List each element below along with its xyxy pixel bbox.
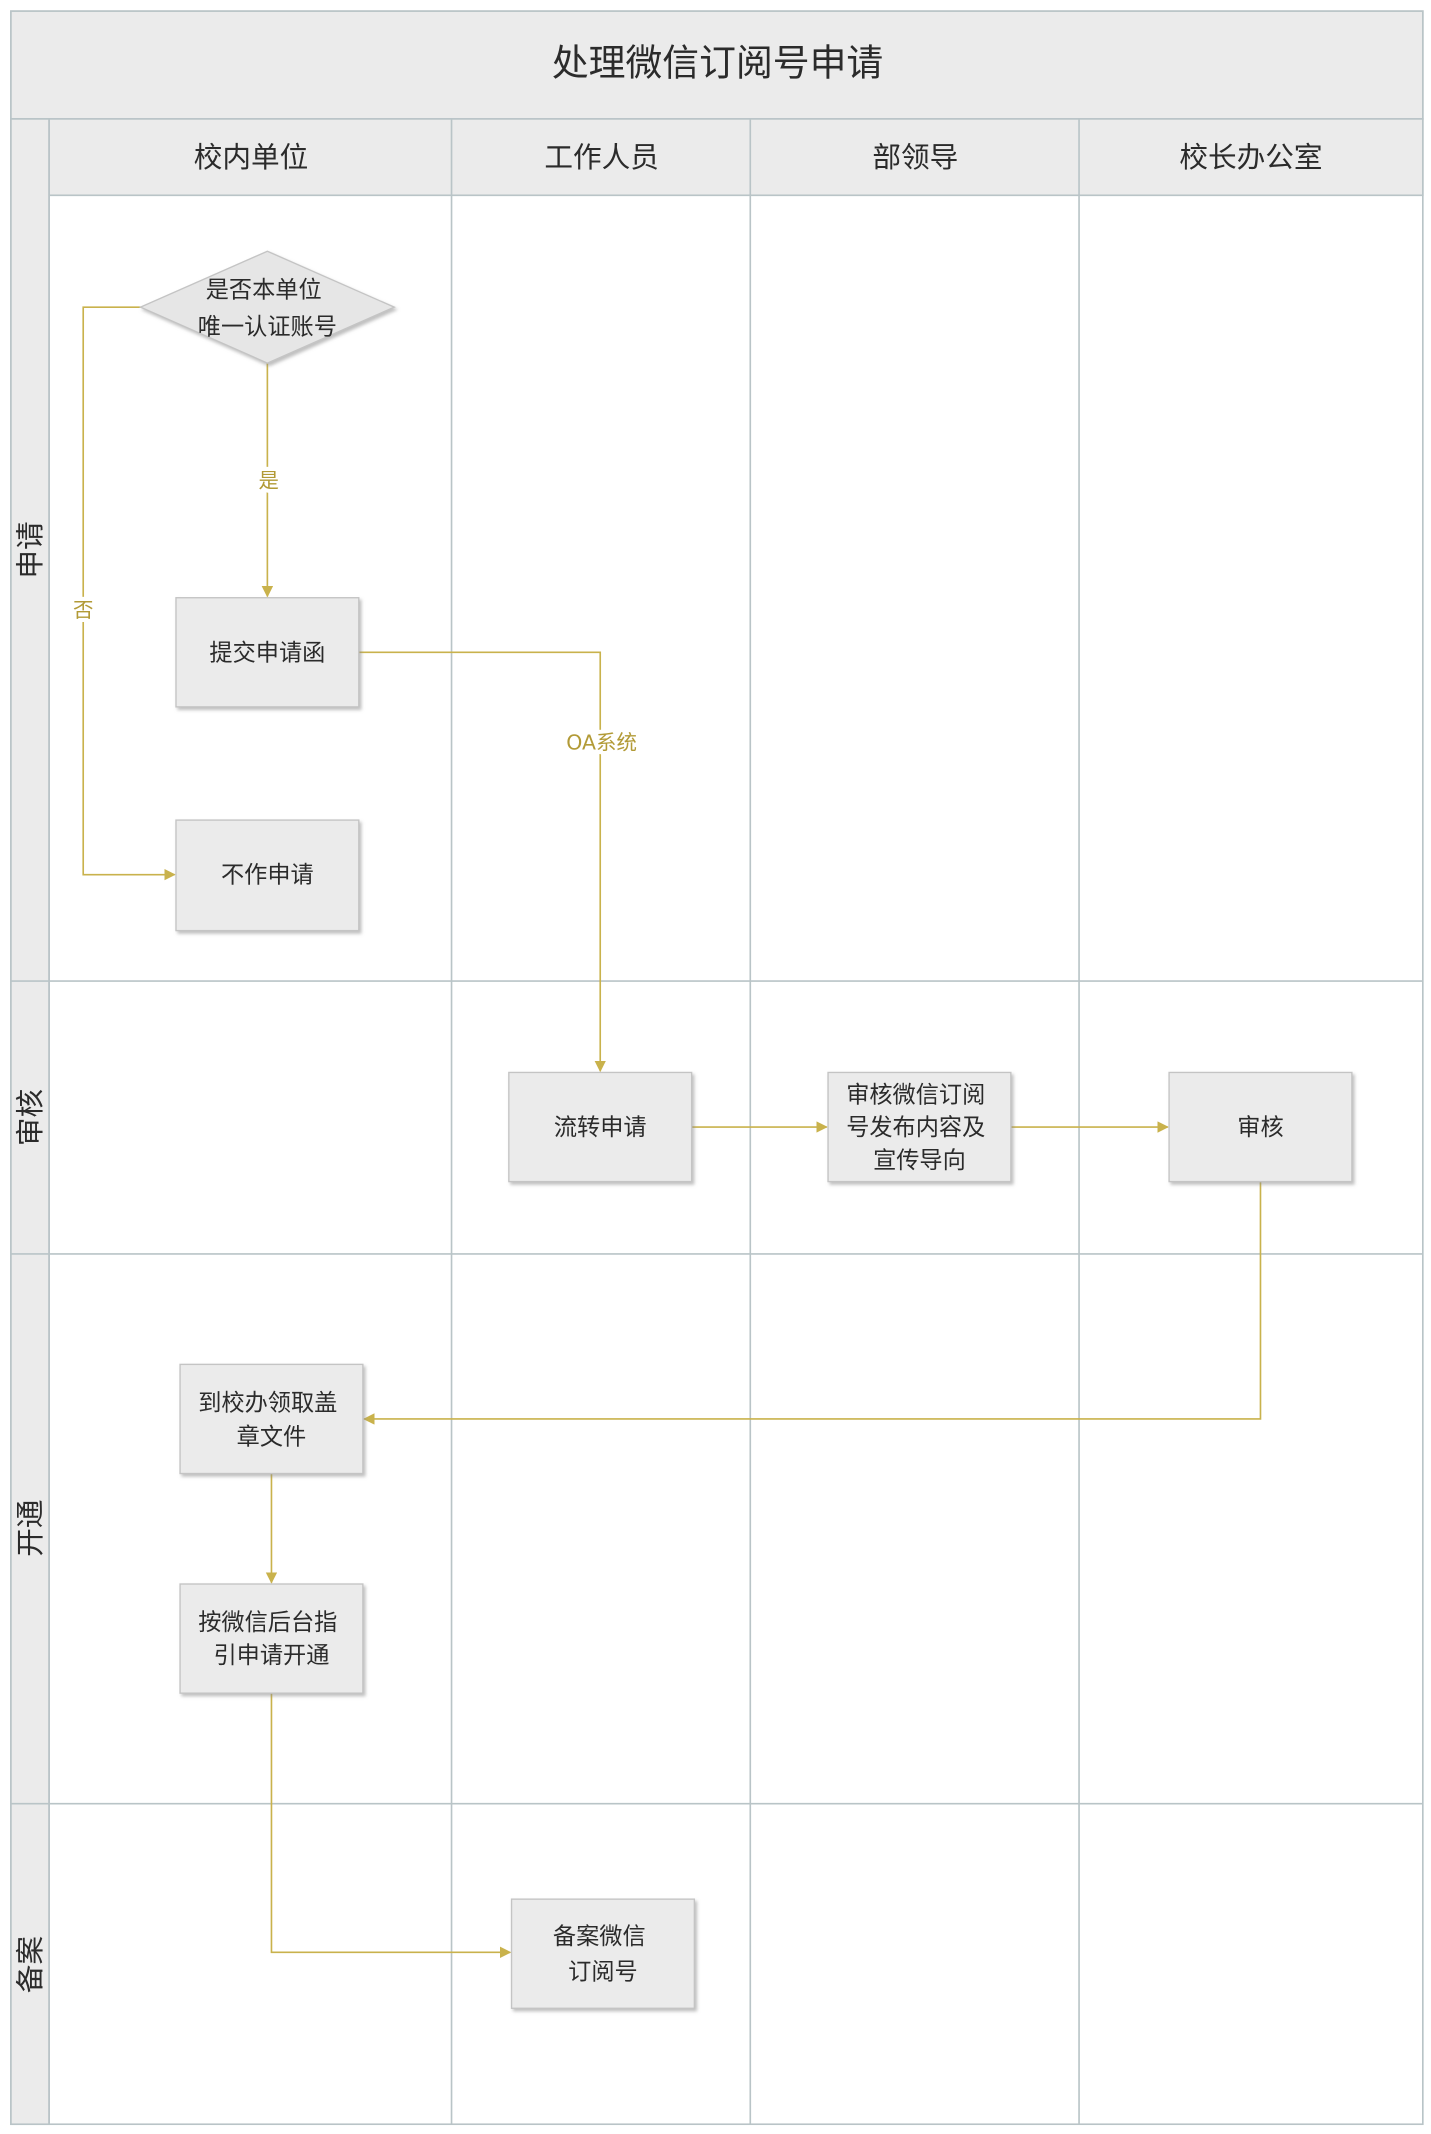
- decision-diamond: [138, 250, 396, 364]
- decision-node-unique-account: 是否本单位 唯一认证账号: [138, 250, 396, 364]
- process-box: [175, 597, 360, 708]
- node-label: 备案微信 订阅号: [553, 1922, 653, 1984]
- node-label: 审核: [1237, 1114, 1283, 1141]
- node-label: 到校办领取盖 章文件: [198, 1389, 345, 1450]
- node-label: 流转申请: [554, 1114, 647, 1141]
- edge-activate-to-record: [270, 1693, 512, 1959]
- lane-label-record: 备案: [13, 1936, 47, 1993]
- lane-label-apply: 申请: [13, 521, 47, 578]
- connectors: [82, 306, 1262, 1959]
- diagram-title: 处理微信订阅号申请: [552, 41, 883, 84]
- process-node-review-content: 审核微信订阅 号发布内容及 宣传导向: [827, 1071, 1012, 1183]
- edge-labels: 是 否 OA系统: [69, 464, 641, 758]
- process-node-no-application: 不作申请: [175, 819, 360, 932]
- lane-label-review: 审核: [13, 1089, 47, 1146]
- lane-label-activate: 开通: [13, 1499, 47, 1556]
- edge-label-no: 否: [73, 598, 93, 622]
- process-box: [1168, 1071, 1353, 1183]
- process-box: [179, 1363, 364, 1475]
- process-node-collect-documents: 到校办领取盖 章文件: [179, 1363, 364, 1475]
- node-label: 是否本单位 唯一认证账号: [198, 276, 337, 340]
- lane-labels: 申请 审核 开通 备案: [13, 521, 47, 1993]
- column-header-school-unit: 校内单位: [194, 140, 309, 174]
- column-header-principal-office: 校长办公室: [1179, 140, 1322, 174]
- process-box: [175, 819, 360, 932]
- process-box: [508, 1071, 693, 1183]
- column-headers: 校内单位 工作人员 部领导 校长办公室: [194, 140, 1323, 174]
- process-node-apply-activation: 按微信后台指 引申请开通: [179, 1583, 364, 1694]
- node-label: 提交申请函: [209, 639, 325, 666]
- process-box: [827, 1071, 1012, 1183]
- process-node-submit-letter: 提交申请函: [175, 597, 360, 708]
- process-node-file-record: 备案微信 订阅号: [510, 1898, 696, 2009]
- edge-principal-to-collect: [363, 1181, 1262, 1425]
- column-header-dept-leader: 部领导: [872, 140, 958, 174]
- node-label: 按微信后台指 引申请开通: [198, 1609, 345, 1669]
- swimlane-grid: [10, 10, 1424, 2126]
- node-label: 不作申请: [221, 861, 314, 888]
- title-bar: [10, 10, 1424, 120]
- column-header-row: [10, 118, 1424, 197]
- edge-submit-to-forward: [358, 651, 606, 1073]
- process-box: [510, 1898, 696, 2009]
- process-node-forward-application: 流转申请: [508, 1071, 693, 1183]
- edge-label-yes: 是: [259, 468, 279, 492]
- process-box: [179, 1583, 364, 1694]
- edge-label-oa-system: OA系统: [566, 730, 637, 754]
- process-node-principal-review: 审核: [1168, 1071, 1353, 1183]
- edge-decision-no: [82, 306, 176, 881]
- diagram-frame: [10, 10, 1424, 2126]
- node-label: 审核微信订阅 号发布内容及 宣传导向: [846, 1081, 992, 1173]
- column-header-staff: 工作人员: [544, 140, 659, 174]
